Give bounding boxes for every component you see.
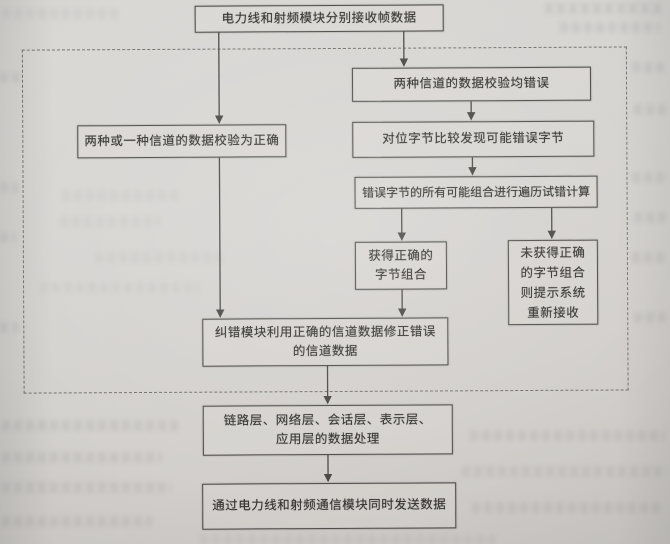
node-upper-layer-processing: 链路层、网络层、会话层、表示层、 应用层的数据处理 xyxy=(202,404,453,456)
node-check-correct: 两种或一种信道的数据校验为正确 xyxy=(77,124,287,159)
node-byte-compare: 对位字节比较发现可能错误字节 xyxy=(352,120,595,158)
node-error-correction-module: 纠错模块利用正确的信道数据修正错误 的信道数据 xyxy=(202,317,449,367)
node-correct-bytes-not-obtained: 未获得正确 的字节组合 则提示系统 重新接收 xyxy=(507,239,599,326)
node-correct-bytes-obtained: 获得正确的 字节组合 xyxy=(354,241,448,290)
node-receive-frame-data: 电力线和射频模块分别接收帧数据 xyxy=(194,4,444,33)
node-both-channels-error: 两种信道的数据校验均错误 xyxy=(351,66,592,102)
node-send-data: 通过电力线和射频通信模块同时发送数据 xyxy=(202,482,457,530)
node-traversal-trial-calculation: 错误字节的所有可能组合进行遍历试错计算 xyxy=(354,175,598,209)
